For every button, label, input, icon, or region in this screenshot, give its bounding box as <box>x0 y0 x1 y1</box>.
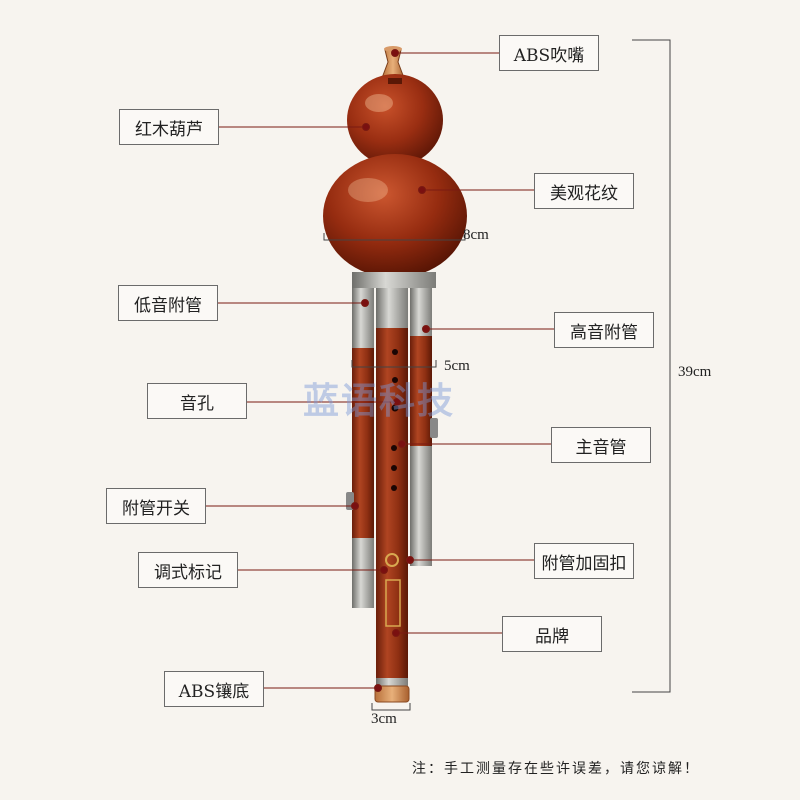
label-tone-hole: 音孔 <box>147 383 247 419</box>
leader-lines <box>205 49 554 692</box>
watermark: 蓝语科技 <box>303 381 456 422</box>
metal-collar <box>352 272 436 288</box>
main-pipe-shape <box>376 288 408 688</box>
dimension-pipe-width: 5cm <box>444 358 470 374</box>
dimension-lines <box>323 39 671 711</box>
label-abs-mouthpiece: ABS吹嘴 <box>499 35 599 71</box>
label-pipe-switch: 附管开关 <box>106 488 206 524</box>
label-abs-base: ABS镶底 <box>164 671 264 707</box>
label-high-pipe: 高音附管 <box>554 312 654 348</box>
gourd-shape <box>323 74 467 278</box>
label-pattern: 美观花纹 <box>534 173 634 209</box>
label-brand: 品牌 <box>502 616 602 652</box>
label-pipe-clasp: 附管加固扣 <box>534 543 634 579</box>
low-pipe-shape <box>346 288 374 608</box>
label-rosewood-gourd: 红木葫芦 <box>119 109 219 145</box>
dimension-total-length: 39cm <box>678 364 712 380</box>
dimension-base-width: 3cm <box>371 711 397 727</box>
measurement-note: 注：手工测量存在些许误差，请您谅解！ <box>412 761 700 777</box>
label-key-mark: 调式标记 <box>138 552 238 588</box>
high-pipe-shape <box>410 288 438 566</box>
label-main-pipe: 主音管 <box>551 427 651 463</box>
label-low-pipe: 低音附管 <box>118 285 218 321</box>
dimension-gourd-width: 8cm <box>463 227 489 243</box>
abs-base-shape <box>374 685 410 703</box>
